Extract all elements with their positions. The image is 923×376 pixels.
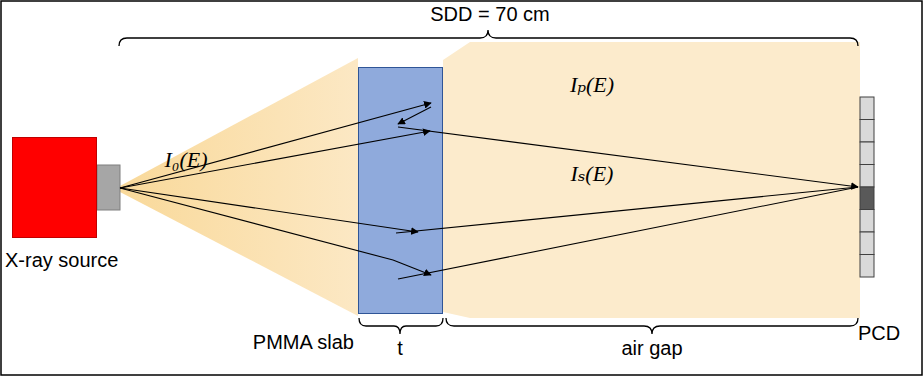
dimension-label: t xyxy=(395,336,405,360)
detector-pixel xyxy=(860,97,874,120)
photon-ray xyxy=(120,131,430,188)
pcd-detector: PCD xyxy=(860,97,874,277)
intensity-label: Iₛ(E) xyxy=(569,161,616,187)
air-gap-bracket xyxy=(446,318,858,334)
detector-pixel xyxy=(860,165,874,188)
incident-beam xyxy=(120,58,358,316)
photon-ray xyxy=(398,127,858,187)
dimension-label: air gap xyxy=(619,336,684,360)
detector-pixel xyxy=(860,232,874,255)
part-label: PCD xyxy=(858,321,900,345)
dimension-label: SDD = 70 cm xyxy=(428,2,551,26)
photon-ray xyxy=(398,107,431,124)
intensity-label: I₀(E) xyxy=(162,147,209,173)
detector-pixel xyxy=(860,187,874,210)
part-label: X-ray source xyxy=(5,248,118,272)
pmma-slab: PMMA slab xyxy=(358,67,443,314)
intensity-label: Iₚ(E) xyxy=(568,72,616,98)
photon-ray xyxy=(396,187,858,233)
part-label: PMMA slab xyxy=(253,330,354,354)
pcd-pixels xyxy=(860,97,874,277)
transmitted-beam xyxy=(443,42,860,318)
detector-pixel xyxy=(860,120,874,143)
photon-ray xyxy=(120,188,393,260)
detector-pixel xyxy=(860,210,874,233)
xray-source-box: X-ray source xyxy=(12,137,97,238)
source-window xyxy=(97,165,120,210)
thickness-bracket xyxy=(359,318,443,334)
photon-ray xyxy=(120,103,431,188)
photon-ray xyxy=(398,187,858,279)
detector-pixel xyxy=(860,255,874,278)
photon-ray xyxy=(120,188,418,232)
photon-ray xyxy=(393,260,431,275)
detector-pixel xyxy=(860,142,874,165)
sdd-bracket xyxy=(119,30,858,46)
